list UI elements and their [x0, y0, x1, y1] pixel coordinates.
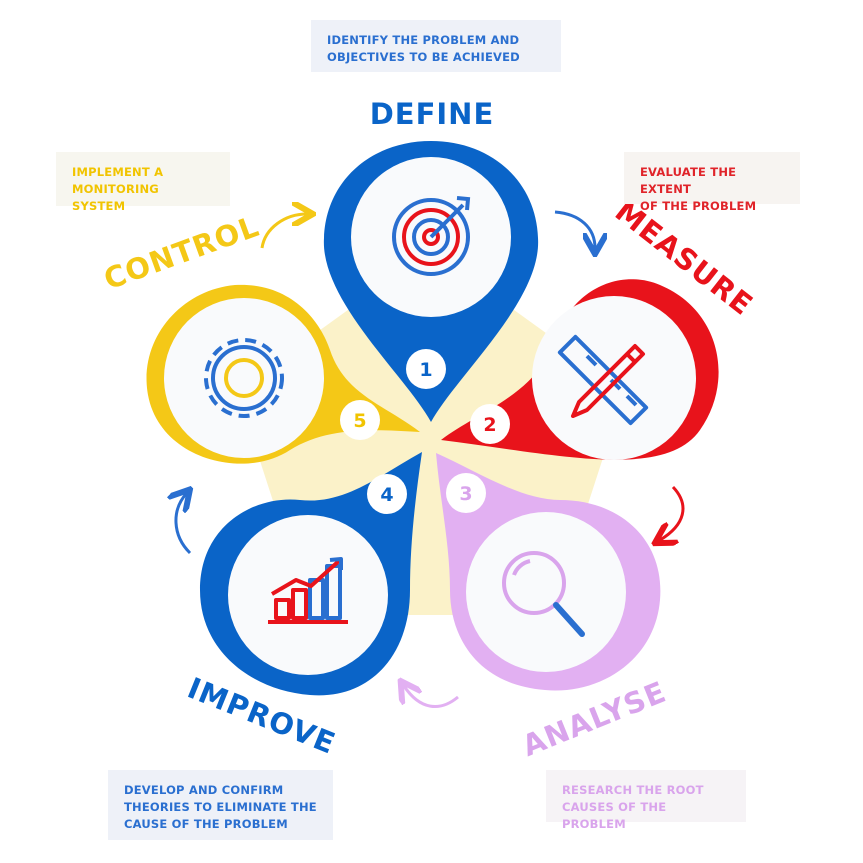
phase-control[interactable]: 5 — [146, 284, 420, 464]
control-title: CONTROL — [99, 209, 263, 297]
define-title: DEFINE — [370, 97, 495, 131]
phase-define[interactable]: 1 — [323, 141, 539, 422]
gear-icon — [204, 338, 284, 418]
ruler-pencil-icon — [557, 334, 649, 426]
improve-description: DEVELOP AND CONFIRM THEORIES TO ELIMINAT… — [108, 770, 333, 840]
arrow-control-to-define — [260, 214, 307, 249]
control-description: IMPLEMENT A MONITORING SYSTEM — [56, 152, 230, 213]
phase-analyse[interactable]: 3 — [436, 453, 661, 691]
arrow-measure-to-analyse — [660, 485, 685, 540]
arrow-improve-to-control — [176, 494, 190, 555]
measure-description: EVALUATE THE EXTENT OF THE PROBLEM — [624, 152, 800, 213]
arrow-define-to-measure — [554, 210, 595, 248]
phase-improve[interactable]: 4 — [200, 452, 422, 696]
improve-number-disc — [367, 474, 407, 514]
measure-number: 2 — [483, 414, 496, 436]
growth-chart-icon — [268, 557, 348, 624]
analyse-number: 3 — [459, 483, 472, 505]
arrow-analyse-to-improve — [404, 686, 459, 708]
analyse-description: RESEARCH THE ROOT CAUSES OF THE PROBLEM — [546, 770, 746, 831]
phase-measure[interactable]: 2 — [441, 279, 719, 460]
measure-number-disc — [470, 404, 510, 444]
control-number-disc — [340, 400, 380, 440]
magnifier-icon — [502, 551, 585, 637]
define-description: IDENTIFY THE PROBLEM AND OBJECTIVES TO B… — [311, 20, 561, 72]
define-number: 1 — [419, 359, 432, 381]
define-number-disc — [406, 349, 446, 389]
improve-number: 4 — [380, 484, 393, 506]
control-number: 5 — [353, 410, 366, 432]
analyse-icon-disc — [466, 512, 626, 672]
control-icon-disc — [164, 298, 324, 458]
analyse-number-disc — [446, 473, 486, 513]
target-icon — [392, 196, 471, 276]
